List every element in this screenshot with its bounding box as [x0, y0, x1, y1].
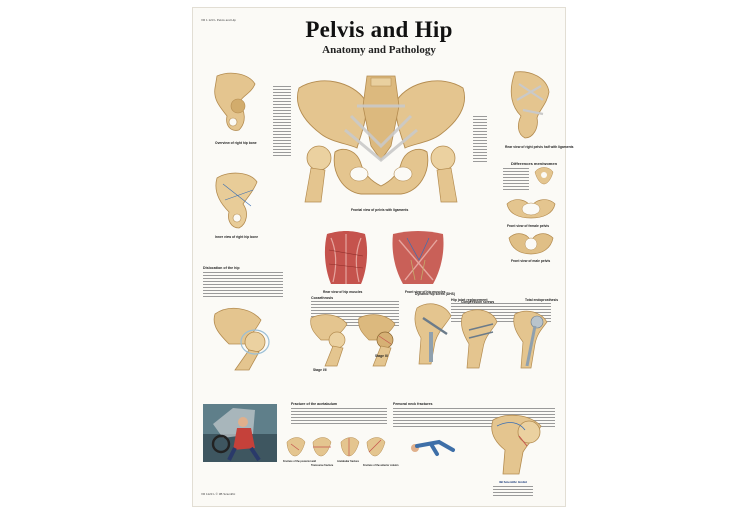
- coxarthrosis-stage-1-2-illustration: [310, 314, 348, 367]
- caption-stage-3: Stage III: [375, 354, 388, 358]
- differences-text: [503, 168, 529, 192]
- caption-fracture-type-2: Transverse fracture: [311, 464, 334, 467]
- dislocation-text: [203, 272, 283, 299]
- caption-fracture-type-1: Fracture of the posterior wall: [283, 460, 316, 463]
- caption-coxarthrosis: Coxarthrosis: [311, 296, 334, 300]
- acetabulum-text: [291, 408, 387, 426]
- small-pelvis-comparison-illustration: [534, 167, 554, 185]
- caption-dynamic-hip-screw: Dynamic hip screw (DHS): [415, 292, 455, 296]
- bottom-left-note: VR 1123 L © 3B Scientific: [201, 492, 236, 496]
- anatomy-poster: VR 1 123 L Pelvis and Hip Pelvis and Hip…: [193, 8, 574, 506]
- dynamic-hip-screw-illustration: [414, 303, 452, 365]
- caption-overview-right-hip-bone: Overview of right hip bone: [215, 141, 257, 145]
- male-pelvis-illustration: [508, 233, 554, 255]
- fracture-type-1-illustration: [286, 437, 306, 457]
- caption-femoral-neck-fractures: Femoral neck fractures: [393, 402, 433, 406]
- car-accident-illustration: [203, 404, 277, 462]
- caption-fracture-type-4: Fracture of the anterior column: [363, 464, 399, 467]
- top-left-note: VR 1 123 L Pelvis and Hip: [201, 18, 236, 22]
- caption-front-view-female-pelvis: Front view of female pelvis: [507, 224, 550, 228]
- caption-total-endoprosthesis: Total endoprosthesis: [525, 298, 559, 302]
- publisher-address: [493, 486, 533, 498]
- label-lines-left: [273, 86, 291, 158]
- fracture-type-4-illustration: [366, 437, 386, 457]
- compression-screws-illustration: [461, 309, 498, 369]
- coxarthrosis-stage-3-illustration: [358, 314, 396, 367]
- caption-front-view-male-pelvis: Front view of male pelvis: [511, 259, 551, 263]
- fracture-type-2-illustration: [312, 437, 332, 457]
- femoral-neck-fracture-illustration: [491, 414, 542, 475]
- rear-hip-muscles-illustration: [324, 231, 368, 284]
- femoral-neck-text: [393, 408, 555, 429]
- caption-frontal-view-pelvis: Frontal view of pelvis with ligaments: [351, 208, 409, 212]
- caption-fracture-type-3: Acetabular fracture: [337, 460, 359, 463]
- publisher-logo: 3B Scientific GmbH: [499, 480, 527, 484]
- caption-front-view-hip-muscles: Front view of hip muscles: [405, 290, 446, 294]
- caption-dislocation-of-hip: Dislocation of the hip: [203, 266, 240, 270]
- caption-fracture-acetabulum: Fracture of the acetabulum: [291, 402, 338, 406]
- replacement-text: [451, 303, 551, 324]
- fracture-type-3-illustration: [340, 437, 360, 457]
- front-hip-muscles-illustration: [392, 231, 444, 284]
- hip-dislocation-illustration: [213, 307, 270, 371]
- label-lines-right: [473, 116, 487, 164]
- caption-inner-view-right-hip-bone: Inner view of right hip bone: [215, 235, 259, 239]
- caption-stage-1-2: Stage I/II: [313, 368, 327, 372]
- coxarthrosis-text: [311, 301, 399, 328]
- hip-bone-overview-illustration: [214, 72, 256, 131]
- hip-bone-inner-illustration: [215, 172, 258, 229]
- caption-hip-joint-replacement: Hip joint replacement: [451, 298, 488, 302]
- caption-differences-men-women: Differences men/women: [511, 161, 558, 166]
- caption-rear-view-hip-muscles: Rear view of hip muscles: [323, 290, 363, 294]
- caption-rear-view-right-pelvis: Rear view of right pelvis half with liga…: [505, 145, 574, 149]
- female-pelvis-illustration: [506, 199, 556, 219]
- pelvis-frontal-illustration: [297, 75, 465, 203]
- rear-pelvis-half-illustration: [510, 71, 550, 139]
- poster-title: Pelvis and Hip: [305, 17, 453, 42]
- caption-compression-screws: Compression screws: [461, 300, 495, 304]
- total-endoprosthesis-illustration: [513, 310, 548, 369]
- poster-subtitle: Anatomy and Pathology: [322, 44, 436, 56]
- fallen-person-illustration: [411, 439, 455, 456]
